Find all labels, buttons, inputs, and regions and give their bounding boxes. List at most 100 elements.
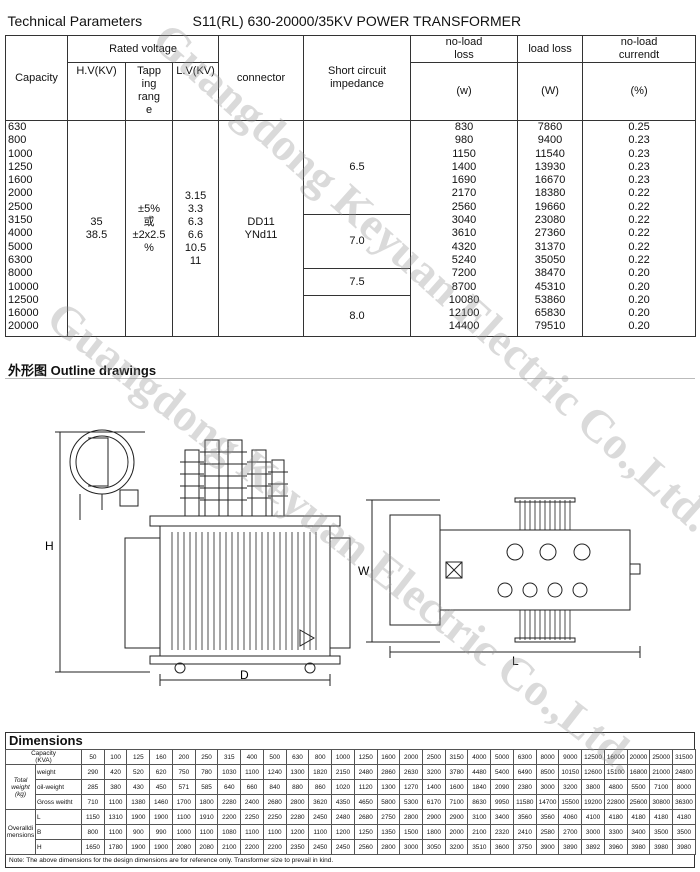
capacity-header: 50 (81, 749, 105, 765)
row-label: weight (35, 764, 82, 780)
dimension-value: 450 (149, 779, 173, 795)
noload-loss-value: 8700 (451, 280, 477, 293)
dimension-value: 2350 (285, 839, 310, 855)
capacity-header: 200 (171, 749, 196, 765)
dimension-value: 3620 (308, 794, 333, 810)
dimension-value: 2320 (490, 824, 514, 840)
dimension-value: 8000 (672, 779, 696, 795)
dimension-value: 22800 (603, 794, 628, 810)
dimension-value: 585 (194, 779, 219, 795)
dimension-value: 2800 (399, 809, 424, 825)
dimension-value: 1900 (126, 839, 151, 855)
dimension-value: 1820 (308, 764, 333, 780)
dimension-value: 14700 (535, 794, 560, 810)
label-d: D (240, 668, 249, 682)
dimension-value: 4350 (331, 794, 355, 810)
capacity-value: 1000 (8, 147, 33, 160)
capacity-value: 16000 (8, 307, 39, 320)
dimension-value: 2280 (285, 809, 310, 825)
capacity-value: 2000 (8, 187, 33, 200)
dimension-value: 3050 (422, 839, 446, 855)
dimension-value: 2700 (558, 824, 583, 840)
dimension-value: 3500 (649, 824, 674, 840)
dimension-value: 710 (81, 794, 105, 810)
dimension-value: 10150 (558, 764, 583, 780)
dimension-value: 5800 (376, 794, 401, 810)
dimension-value: 840 (262, 779, 287, 795)
capacity-header: 250 (194, 749, 219, 765)
dimension-value: 2900 (422, 809, 446, 825)
dimension-value: 3890 (558, 839, 583, 855)
dimension-value: 3000 (581, 824, 605, 840)
dimension-value: 1650 (81, 839, 105, 855)
load-loss-value: 11540 (535, 147, 565, 160)
capacity-header: 400 (240, 749, 264, 765)
dimension-value: 1500 (399, 824, 424, 840)
dimension-value: 3892 (581, 839, 605, 855)
dimension-value: 2630 (399, 764, 424, 780)
dimension-value: 3980 (672, 839, 696, 855)
capacity-value: 12500 (8, 293, 39, 306)
dimension-value: 1100 (103, 824, 128, 840)
noload-loss-value: 12100 (448, 307, 480, 320)
dimension-value: 2480 (331, 809, 355, 825)
dimension-value: 1240 (262, 764, 287, 780)
capacity-header: 1250 (353, 749, 378, 765)
technical-parameters-table: Technical Parameters S11(RL) 630-20000/3… (5, 8, 697, 337)
capacity-value: 8000 (8, 267, 33, 280)
capacity-value: 4000 (8, 227, 33, 240)
dimension-value: 3750 (512, 839, 537, 855)
header-noload-loss: no-load loss (410, 35, 519, 63)
capacity-header: 2000 (399, 749, 424, 765)
dimension-value: 880 (285, 779, 310, 795)
dimension-value: 1000 (171, 824, 196, 840)
dimension-value: 1910 (194, 809, 219, 825)
capacity-label: Capacity (31, 750, 56, 758)
noload-loss-value: 830 (454, 121, 474, 133)
dimension-value: 3600 (490, 839, 514, 855)
dimension-value: 3200 (444, 839, 469, 855)
dimension-value: 7100 (444, 794, 469, 810)
load-loss-value: 79510 (534, 320, 566, 333)
capacity-header: 1600 (376, 749, 401, 765)
capacity-header: 3150 (444, 749, 469, 765)
label-l: L (512, 654, 519, 668)
capacity-header: 9000 (558, 749, 583, 765)
dimension-value: 3780 (444, 764, 469, 780)
load-loss-value: 38470 (534, 267, 566, 280)
load-loss-value: 35050 (534, 253, 566, 266)
outline-drawings: H D W L (45, 429, 641, 686)
dimension-value: 3400 (490, 809, 514, 825)
dimension-value: 3400 (626, 824, 651, 840)
load-loss-value: 7860 (537, 121, 563, 133)
dimensions-note: Note: The above dimensions for the desig… (5, 855, 695, 868)
label-h: H (45, 539, 54, 553)
dimension-value: 3800 (581, 779, 605, 795)
load-loss-value: 9400 (537, 134, 563, 147)
capacity-header: 8000 (535, 749, 560, 765)
dimension-value: 2450 (308, 839, 333, 855)
dimension-value: 780 (194, 764, 219, 780)
overall-dimensions-label: mensions (6, 832, 35, 839)
dimension-value: 520 (126, 764, 151, 780)
capacity-value: 800 (8, 134, 27, 147)
dimension-value: 4650 (353, 794, 378, 810)
unit-noload-loss: (w) (410, 62, 519, 121)
dimension-value: 1100 (308, 824, 333, 840)
capacity-header: 125 (126, 749, 151, 765)
capacity-header: 16000 (603, 749, 628, 765)
dimension-value: 4180 (626, 809, 651, 825)
dimension-value: 2480 (353, 764, 378, 780)
dimension-value: 2800 (376, 839, 401, 855)
dimension-value: 5400 (490, 764, 514, 780)
capacity-header: 1000 (331, 749, 355, 765)
row-label: H (35, 839, 82, 855)
dimension-value: 2080 (194, 839, 219, 855)
capacity-header: 100 (103, 749, 128, 765)
dimension-value: 2860 (376, 764, 401, 780)
